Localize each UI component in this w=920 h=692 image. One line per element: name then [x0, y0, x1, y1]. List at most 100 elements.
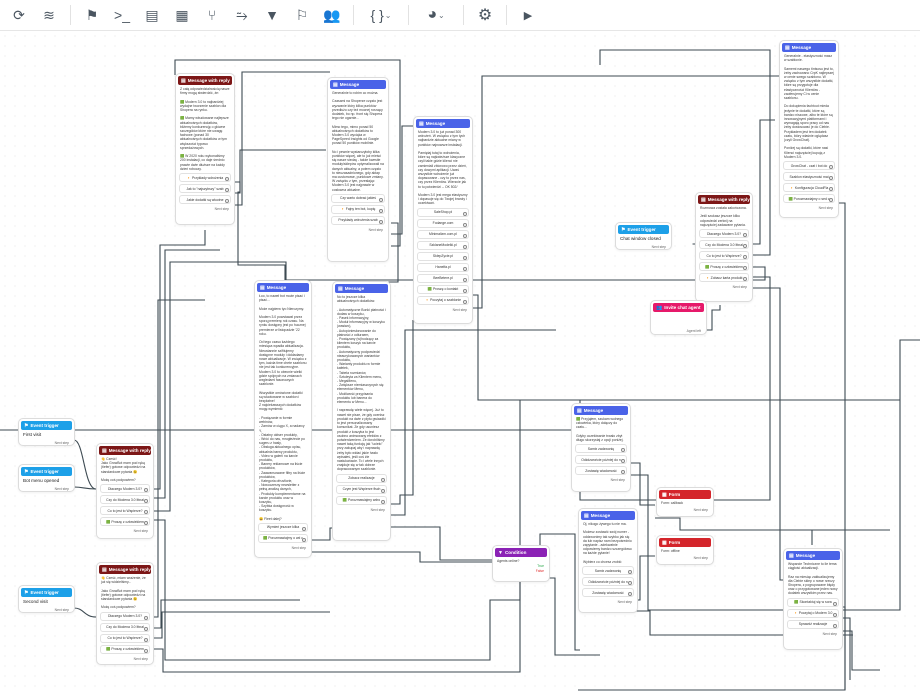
agent-left-port[interactable]: Agent left [686, 329, 701, 333]
next-step-port[interactable]: Next step [54, 487, 69, 491]
plug-icon[interactable]: ⥲ [236, 6, 248, 23]
layers-icon[interactable]: ≋ [43, 6, 55, 23]
form-icon[interactable]: ▦ [175, 6, 189, 23]
message-addons-pricing[interactable]: ▤Message Generalnie - elastyczność masz … [779, 40, 839, 218]
next-step-port[interactable]: Next step [291, 545, 306, 550]
next-step-port[interactable]: Next step [610, 478, 625, 483]
form-callback-node[interactable]: ▦Form Form: callback Next step [656, 487, 714, 517]
refresh-icon[interactable]: ⟳ [13, 6, 25, 23]
reply-option[interactable]: 🔸 Poczytaj o Modern 3.0 [787, 608, 839, 618]
reply-option[interactable]: 🟩 Porozmawiajmy o sed c [783, 194, 835, 204]
message-with-reply-advantages[interactable]: ▤Message with reply Z całą odpowiedzialn… [175, 73, 235, 225]
reply-option[interactable]: Fodange.com [417, 218, 469, 228]
reply-option[interactable]: 🟩 Porozmawiajmy o wd c [258, 533, 308, 543]
next-step-port[interactable]: Next step [693, 556, 708, 561]
message-implementations[interactable]: ▤Message Modern 3.0 to już ponad 300 wdr… [413, 116, 473, 324]
message-with-reply-first-visit[interactable]: ▤Message with reply 👋 Cześć! Jako GrowBo… [96, 443, 154, 539]
reply-option[interactable]: 🟩 Skontaktuj się w sora [787, 597, 839, 607]
reply-option[interactable]: Czy do Modena 3.0 Ittnal [100, 622, 150, 632]
form-offline-node[interactable]: ▦Form Form: offline Next step [656, 535, 714, 565]
reply-option[interactable]: SzklaneModelki.pl [417, 240, 469, 250]
branch-icon[interactable]: ⑂ [207, 7, 217, 23]
reply-option[interactable]: 🔸 Fajny ten bot, kupię [331, 204, 385, 214]
next-step-port[interactable]: Next step [651, 245, 666, 249]
reply-option[interactable]: Zostawię wiadomość [582, 588, 634, 598]
next-step-port[interactable]: Next step [54, 441, 69, 445]
reply-option[interactable]: Zostawię wiadomość [575, 466, 627, 476]
next-step-port[interactable]: Next step [617, 600, 632, 605]
reply-option[interactable]: 🟩 Porozmawiajmy wdro [336, 495, 387, 505]
condition-agents-online[interactable]: ▼Condition Agents online? True False [492, 545, 550, 582]
reply-option[interactable]: Wymień jeszcze kilka [258, 522, 308, 532]
reply-option[interactable]: Co to jest to Wspierze? [100, 633, 150, 643]
reply-option[interactable]: 🔸 Zobacz karta produkt [699, 273, 749, 283]
reply-option[interactable]: Samix zadzwonię [575, 444, 627, 454]
variables-button[interactable]: { }⌄ [362, 3, 400, 27]
message-more-features[interactable]: ▤Message No to jeszcze kilka aktualnośny… [332, 281, 391, 541]
event-trigger-second-visit[interactable]: ⚑Event trigger Second visit Next step [18, 585, 75, 613]
next-step-port[interactable]: Next step [133, 529, 148, 534]
reply-option[interactable]: Jak to "najszybszy" szab [179, 184, 231, 194]
flag-route-icon[interactable]: ⚐ [295, 6, 309, 23]
reply-option[interactable]: Dlaczego Modern 3.0? [699, 229, 749, 239]
flag-icon[interactable]: ⚑ [85, 6, 99, 23]
reply-option[interactable]: Dlaczego Modern 3.0? [100, 611, 150, 621]
reply-option[interactable]: Co to jest to Wspierze? [699, 251, 749, 261]
reply-option[interactable]: Minimalizm.com.pl [417, 229, 469, 239]
language-button[interactable]: ◕⌄ [417, 3, 455, 27]
reply-option[interactable]: Czym jest Wspierze fisch [336, 484, 387, 494]
reply-option[interactable]: Czy do Modena 3.0 Ittnal [699, 240, 749, 250]
reply-option[interactable]: Czy warto dobrać jakieś [331, 193, 385, 203]
users-icon[interactable]: 👥 [323, 6, 341, 23]
event-trigger-first-visit[interactable]: ⚑Event trigger First visit Next step [18, 418, 75, 446]
next-step-port[interactable]: Next step [693, 508, 708, 513]
event-trigger-chat-closed[interactable]: ⚑Event trigger Chat window closed Next s… [615, 222, 672, 250]
reply-option[interactable]: BeeBetere.pl [417, 273, 469, 283]
reply-option[interactable]: GrowChat - czat i bot do [783, 161, 835, 171]
reply-option[interactable]: 🟩 Proszę z człowiekiem [699, 262, 749, 272]
reply-option[interactable]: Hanelfa.pl [417, 262, 469, 272]
play-icon[interactable]: ▶ [523, 9, 533, 22]
terminal-icon[interactable]: >_ [114, 7, 130, 23]
invite-chat-agent-node[interactable]: 👥Invite chat agent Agent left [650, 300, 707, 335]
next-step-port[interactable]: Next step [133, 656, 148, 661]
reply-option[interactable]: Zobacz realizacje [336, 473, 387, 483]
settings-icon[interactable]: ⚙ [477, 7, 493, 24]
reply-option[interactable]: 🔸 Poczytaj o szablonie [417, 295, 469, 305]
reply-option[interactable]: SaleShop.pl [417, 207, 469, 217]
reply-option[interactable]: 🟩 Proszę z człowiekiem [100, 517, 150, 527]
message-nobody-online[interactable]: ▤Message Oj, nikogo żywego tu nie ma. Mo… [578, 508, 638, 613]
reply-option[interactable]: 🔸 Konfiguracja CloudFla [783, 183, 835, 193]
message-icon[interactable]: ▤ [145, 6, 159, 23]
reply-option[interactable]: Sprawdź realizacje [787, 619, 839, 629]
reply-option[interactable]: Odźdzwońcie później do n [575, 455, 627, 465]
reply-option[interactable]: Odźdzwońcie później do n [582, 577, 634, 587]
next-step-port[interactable]: Next step [368, 227, 383, 232]
reply-option[interactable]: Dlaczego Modern 3.0? [100, 484, 150, 494]
filter-icon[interactable]: ▼ [265, 7, 279, 23]
reply-option[interactable]: 🔸 Przykłady wdrożenia [179, 173, 231, 183]
reply-option[interactable]: Szablon elastyczność mai [783, 172, 835, 182]
next-step-port[interactable]: Next step [370, 507, 385, 512]
event-trigger-bot-menu[interactable]: ⚑Event trigger Bot menu opened Next step [18, 464, 75, 492]
reply-option[interactable]: 🟩 Proszę z człowiekiem [100, 644, 150, 654]
next-step-port[interactable]: Next step [452, 307, 467, 312]
next-step-port[interactable]: Next step [822, 631, 837, 636]
message-speed[interactable]: ▤Message Generalnie to robim co można. C… [327, 77, 389, 262]
message-tech-support[interactable]: ▤Message Wsparcie Techniczne to ile tema… [783, 548, 843, 650]
message-with-reply-chat-closed[interactable]: ▤Message with reply Rozmowa została zako… [695, 192, 753, 302]
message-waiting-agent[interactable]: ▤Message 🟩 Przyjąłem, szukam wolnego czł… [571, 403, 631, 492]
reply-option[interactable]: 🟩 Proszę o kontakt [417, 284, 469, 294]
message-modern-features[interactable]: ▤Message Łoo, to naweł bot może pisać i … [254, 280, 312, 558]
reply-option[interactable]: Jakie dodatki są włuotne [179, 195, 231, 205]
message-with-reply-second-visit[interactable]: ▤Message with reply 👋 Cześć, miam wrażen… [96, 562, 154, 665]
reply-option[interactable]: Co to jest to Wspierze? [100, 506, 150, 516]
reply-option[interactable]: Samix zadzwonię [582, 566, 634, 576]
next-step-port[interactable]: Next step [54, 608, 69, 612]
next-step-port[interactable]: Next step [818, 206, 833, 211]
reply-option[interactable]: SklepZycie.pl [417, 251, 469, 261]
reply-option[interactable]: Czy do Modena 3.0 Ittnal [100, 495, 150, 505]
next-step-port[interactable]: Next step [214, 207, 229, 212]
false-port[interactable]: False [535, 569, 544, 574]
next-step-port[interactable]: Next step [732, 285, 747, 290]
